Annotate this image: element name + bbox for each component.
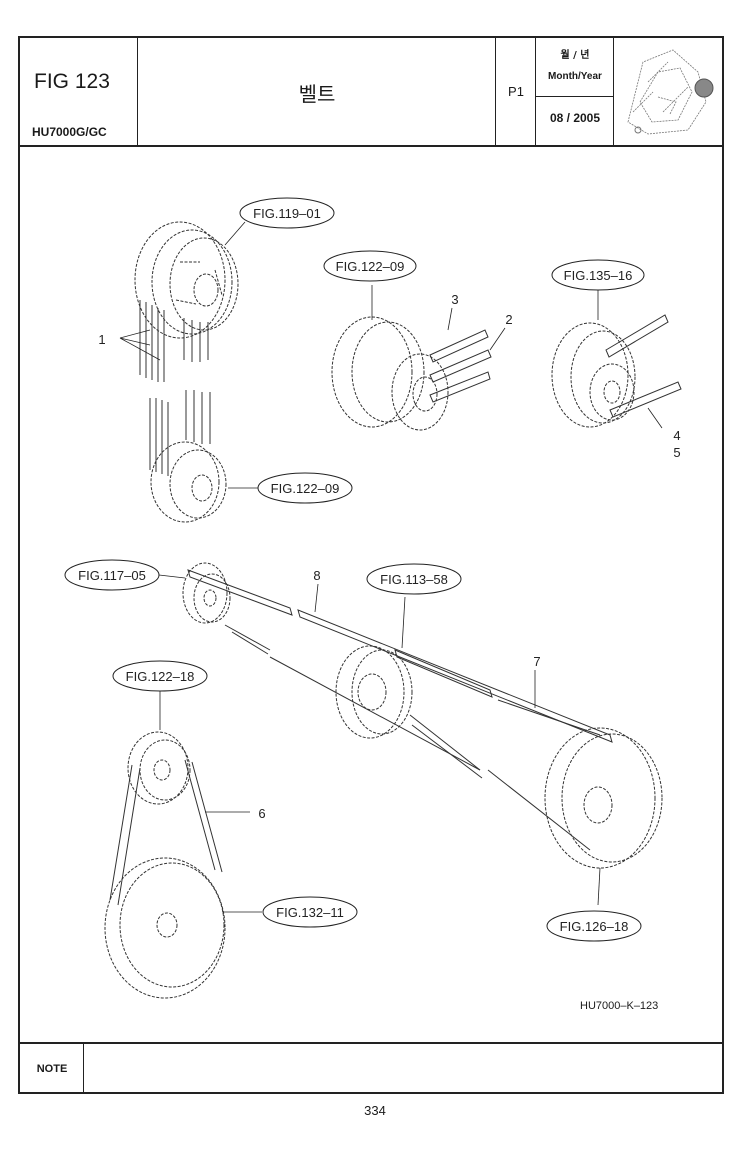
- belt-6: [109, 759, 223, 906]
- title-cell: 벨트: [138, 38, 496, 145]
- fig-cell: FIG 123 HU7000G/GC: [20, 38, 138, 145]
- belt-set-1-top-right: [183, 318, 209, 362]
- callout-fig-122-18-shape: [112, 660, 208, 692]
- callout-fig-122-09-left-shape: [257, 472, 353, 504]
- part-number-4: 4: [673, 428, 680, 443]
- belt-set-1-top: [139, 300, 165, 382]
- note-label-cell: NOTE: [20, 1044, 84, 1094]
- page-number: 334: [364, 1103, 386, 1118]
- revision-date: 08 / 2005: [549, 111, 601, 125]
- title-block: FIG 123 HU7000G/GC 벨트 P1 월 / 년 Month/Yea…: [20, 38, 722, 147]
- callout-fig-122-09-top-shape: [323, 250, 417, 282]
- part-number-8: 8: [313, 568, 320, 583]
- callout-fig-135-16-shape: [551, 259, 645, 291]
- callout-fig-113-58: FIG.113–58: [380, 572, 448, 587]
- belt-4: [605, 314, 669, 358]
- pulley-135-16: [551, 322, 636, 428]
- callout-fig-135-16: FIG.135–16: [564, 268, 633, 283]
- callout-fig-122-09-top: FIG.122–09: [336, 259, 405, 274]
- belt-7: [394, 649, 601, 736]
- belt-3: [429, 329, 489, 363]
- callout-fig-122-09-left: FIG.122–09: [271, 481, 340, 496]
- note-label: NOTE: [36, 1063, 68, 1075]
- pulley-122-18: [127, 731, 191, 805]
- pulley-117-05: [182, 562, 231, 624]
- note-section: NOTE: [20, 1042, 722, 1094]
- pulley-126-18: [544, 727, 663, 869]
- figure-number: FIG 123: [34, 70, 110, 93]
- pulley-119-01: [134, 221, 239, 339]
- machine-thumbnail-icon: [627, 49, 714, 135]
- callout-fig-113-58-shape: [366, 563, 462, 595]
- callout-fig-117-05: FIG.117–05: [78, 568, 146, 583]
- belt-2: [429, 349, 492, 383]
- pulley-122-09-top: [331, 316, 449, 431]
- part-number-2: 2: [505, 312, 512, 327]
- belt-set-1-bottom: [149, 398, 169, 476]
- belt-8-lower: [224, 624, 591, 851]
- callout-fig-122-18: FIG.122–18: [126, 669, 195, 684]
- part-number-1: 1: [98, 332, 105, 347]
- page-frame: FIG 123 HU7000G/GC 벨트 P1 월 / 년 Month/Yea…: [18, 36, 724, 1094]
- page-cell: P1: [496, 38, 536, 145]
- page-title: 벨트: [298, 82, 336, 106]
- callout-fig-132-11-shape: [262, 896, 358, 928]
- part-number-6: 6: [258, 806, 265, 821]
- callout-fig-132-11: FIG.132–11: [276, 905, 344, 920]
- pulley-113-58: [335, 645, 413, 739]
- callout-fig-126-18-shape: [546, 910, 642, 942]
- callout-fig-126-18: FIG.126–18: [560, 919, 629, 934]
- date-cell: 월 / 년 Month/Year 08 / 2005: [536, 38, 614, 145]
- belt-5: [609, 381, 682, 418]
- model-code: HU7000G/GC: [32, 125, 107, 139]
- drawing-code: HU7000–K–123: [580, 1000, 659, 1012]
- month-year-header: 월 / 년 Month/Year: [536, 38, 614, 97]
- pulley-132-11: [104, 857, 226, 999]
- belt-set-1-bottom-right: [185, 390, 211, 444]
- callout-fig-119-01-shape: [239, 197, 335, 229]
- part-number-5: 5: [673, 445, 680, 460]
- callout-fig-117-05-shape: [64, 559, 160, 591]
- month-year-english: Month/Year: [548, 71, 602, 82]
- page-indicator: P1: [508, 84, 524, 99]
- belt-8: [187, 569, 613, 743]
- part-number-3: 3: [451, 292, 458, 307]
- month-year-korean: 월 / 년: [560, 50, 590, 61]
- part-number-7: 7: [533, 654, 540, 669]
- callout-fig-119-01: FIG.119–01: [253, 206, 321, 221]
- pulley-122-09-left: [150, 441, 227, 523]
- thumbnail-cell: [614, 38, 722, 145]
